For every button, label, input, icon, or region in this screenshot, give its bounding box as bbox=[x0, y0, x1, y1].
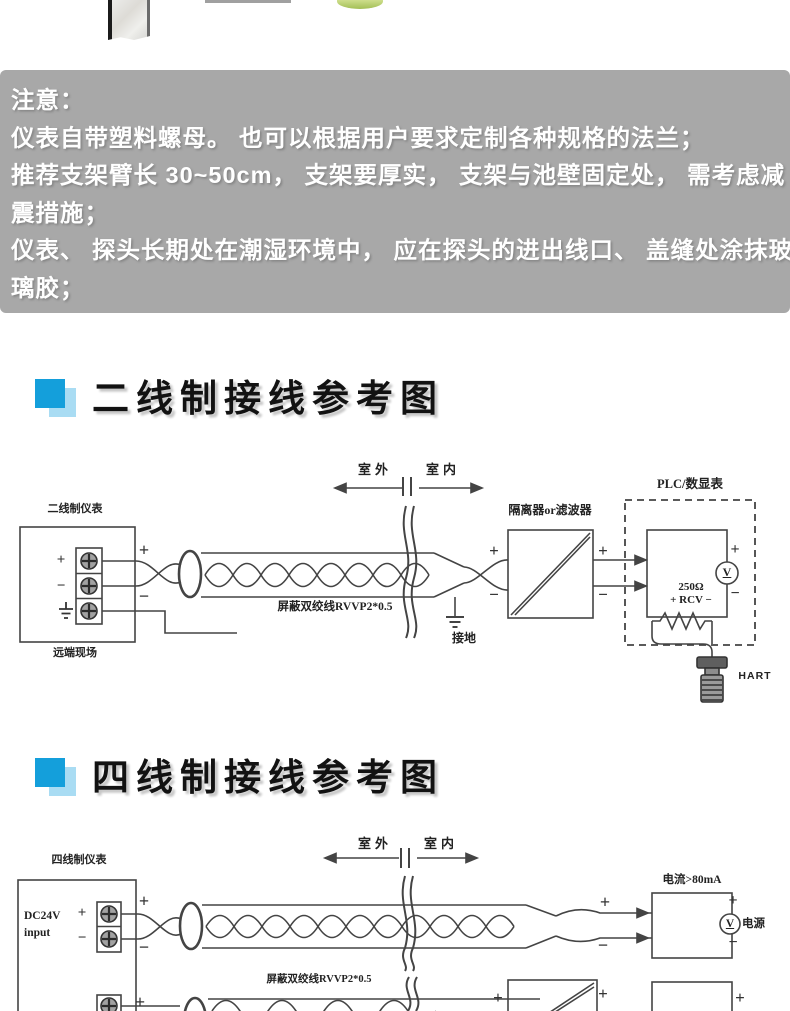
wire-minus: − bbox=[138, 937, 150, 957]
earth-ground-terminal-icon bbox=[59, 602, 73, 619]
arrowhead-icon bbox=[636, 932, 651, 944]
current-box-label: 电流>80mA bbox=[662, 874, 722, 886]
four-wire-diagram-art bbox=[17, 848, 741, 1011]
ground-label: 接地 bbox=[451, 631, 476, 645]
instrument-label: 四线制仪表 bbox=[51, 854, 107, 866]
two-wire-diagram-art bbox=[19, 477, 756, 703]
screw-terminal-icon bbox=[100, 905, 118, 923]
voltmeter-letter: V bbox=[722, 565, 732, 579]
gray-divider-line bbox=[205, 0, 291, 3]
box-minus: − bbox=[728, 934, 738, 951]
indoor-label: 室内 bbox=[425, 462, 460, 477]
wire-plus: + bbox=[138, 891, 150, 911]
rcv-label: + RCV − bbox=[670, 594, 712, 606]
four-wire-diagram: 四线制仪表 DC24V input + − + − 室外 室内 屏蔽双绞线RVV… bbox=[0, 830, 790, 1011]
instrument-box bbox=[17, 879, 137, 1011]
right-arrowhead-icon bbox=[470, 482, 485, 494]
isolator-to-plc-wires bbox=[593, 554, 649, 592]
arrowhead-icon bbox=[634, 554, 649, 566]
arrowhead-icon bbox=[634, 580, 649, 592]
terminal-minus: − bbox=[77, 930, 87, 946]
left-arrowhead-icon bbox=[332, 482, 347, 494]
notice-line: 仪表自带塑料螺母。 也可以根据用户要求定制各种规格的法兰； bbox=[11, 124, 705, 151]
isolator-out-plus: + bbox=[598, 541, 608, 560]
heading-bullet-square bbox=[35, 379, 65, 408]
two-wire-diagram: 二线制仪表 远端现场 + − + − 室外 室内 屏蔽双绞线RVVP2*0.5 … bbox=[0, 450, 790, 715]
green-object-edge bbox=[337, 0, 383, 9]
hart-communicator-icon bbox=[696, 656, 728, 703]
meter-minus: − bbox=[730, 585, 740, 602]
screw-terminal-icon bbox=[80, 577, 98, 595]
supply-label-line2: input bbox=[24, 927, 51, 939]
left-arrowhead-icon bbox=[322, 852, 337, 864]
cable-gland bbox=[177, 549, 203, 599]
terminal-plus: + bbox=[77, 905, 87, 921]
section-title-two-wire: 二线制接线参考图 bbox=[92, 378, 444, 419]
isolator-in-minus: − bbox=[489, 585, 499, 604]
partial-terminal-plus: + bbox=[134, 992, 146, 1011]
notice-line: 仪表、 探头长期处在潮湿环境中， 应在探头的进出线口、 盖缝处涂抹玻 bbox=[11, 237, 790, 263]
plc-label: PLC/数显表 bbox=[657, 477, 723, 491]
outdoor-label: 室外 bbox=[357, 836, 392, 851]
voltmeter-icon bbox=[715, 561, 739, 585]
box-plus: + bbox=[728, 892, 738, 909]
right-box-plus: + bbox=[735, 988, 745, 1007]
cable-label: 屏蔽双绞线RVVP2*0.5 bbox=[277, 601, 393, 613]
power-meter-icon bbox=[719, 913, 741, 935]
shield-lead bbox=[102, 610, 237, 634]
isolator-left-plus: + bbox=[493, 988, 503, 1007]
screw-terminal-icon bbox=[80, 602, 98, 620]
terminal-plus: + bbox=[56, 552, 66, 568]
meter-plus: + bbox=[730, 541, 740, 558]
wall-break-lines bbox=[401, 875, 420, 1011]
torn-photo-fragment bbox=[108, 0, 150, 40]
arrowhead-icon bbox=[636, 907, 651, 919]
notice-box: 注意： 仪表自带塑料螺母。 也可以根据用户要求定制各种规格的法兰； 推荐支架臂长… bbox=[0, 70, 790, 313]
cable-label: 屏蔽双绞线RVVP2*0.5 bbox=[266, 974, 372, 985]
box-in-minus: − bbox=[597, 935, 609, 955]
isolator-box bbox=[507, 529, 594, 619]
hart-label: HART bbox=[738, 670, 772, 682]
ground-symbol-icon bbox=[446, 597, 464, 628]
power-supply-label: 电源 bbox=[742, 918, 765, 930]
resistor-value: 250Ω bbox=[678, 581, 704, 593]
indoor-label: 室内 bbox=[423, 836, 458, 851]
heading-bullet-square bbox=[35, 758, 65, 787]
screw-terminal-icon bbox=[100, 930, 118, 948]
notice-line: 璃胶； bbox=[11, 274, 85, 301]
isolator-right-plus: + bbox=[598, 984, 608, 1003]
supply-label-line1: DC24V bbox=[24, 910, 61, 922]
site-label: 远端现场 bbox=[53, 647, 97, 659]
wire-minus: − bbox=[138, 586, 150, 606]
pair-to-isolator bbox=[463, 559, 509, 591]
resistor-icon bbox=[651, 611, 713, 657]
wire-plus: + bbox=[138, 540, 150, 560]
instrument-box bbox=[19, 526, 136, 643]
twisted-pair-leads bbox=[102, 560, 237, 634]
screw-terminal-icon bbox=[80, 552, 98, 570]
isolator-out-minus: − bbox=[598, 585, 608, 604]
isolator-label: 隔离器or滤波器 bbox=[508, 503, 592, 517]
outdoor-indoor-arrows bbox=[322, 848, 480, 868]
right-arrowhead-icon bbox=[465, 852, 480, 864]
shielded-cable bbox=[201, 552, 465, 598]
isolator-in-plus: + bbox=[489, 541, 499, 560]
notice-line: 注意： bbox=[11, 87, 85, 113]
terminal-minus: − bbox=[56, 578, 66, 594]
instrument-label: 二线制仪表 bbox=[47, 503, 103, 515]
wall-break-lines bbox=[402, 505, 418, 639]
plc-dashed-box bbox=[624, 499, 756, 646]
outdoor-label: 室外 bbox=[357, 462, 392, 477]
pair-to-current-box bbox=[555, 907, 652, 944]
twisted-pair-leads bbox=[121, 913, 182, 940]
outdoor-indoor-arrows bbox=[332, 477, 485, 496]
notice-line: 推荐支架臂长 30~50cm， 支架要厚实， 支架与池壁固定处， 需考虑减 bbox=[11, 162, 786, 188]
box-in-plus: + bbox=[599, 892, 611, 912]
notice-line: 震措施； bbox=[11, 199, 109, 226]
shielded-cable bbox=[202, 904, 557, 949]
power-meter-letter: V bbox=[725, 918, 735, 930]
cable-gland bbox=[178, 901, 204, 951]
section-title-four-wire: 四线制接线参考图 bbox=[92, 757, 444, 798]
